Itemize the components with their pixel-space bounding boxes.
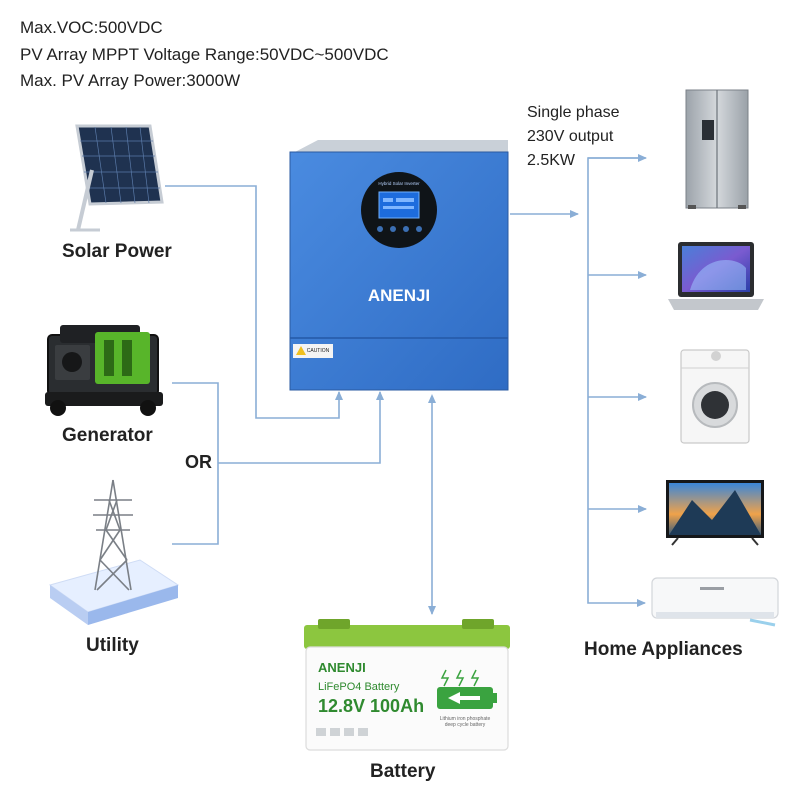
inverter-icon <box>289 140 509 391</box>
output-phase-label: Single phase <box>527 104 620 121</box>
battery-type: LiFePO4 Battery <box>318 681 400 693</box>
utility-label: Utility <box>86 635 139 656</box>
inverter-brand: ANENJI <box>368 286 430 305</box>
output-voltage-label: 230V output <box>527 128 614 145</box>
solar-power-label: Solar Power <box>62 241 172 262</box>
spec-mppt-range: PV Array MPPT Voltage Range:50VDC~500VDC <box>20 45 389 64</box>
battery-brand: ANENJI <box>318 660 366 675</box>
solar-panel-icon <box>70 124 164 232</box>
caution-label: CAUTION <box>307 348 330 354</box>
inverter-screen-title: Hybrid Solar Inverter <box>378 181 420 186</box>
generator-icon <box>45 325 163 416</box>
refrigerator-icon <box>685 89 749 209</box>
battery-label: Battery <box>370 761 436 782</box>
television-icon <box>666 480 764 546</box>
air-conditioner-icon <box>651 577 779 627</box>
battery-icon <box>304 619 510 751</box>
generator-label: Generator <box>62 425 153 446</box>
spec-max-voc: Max.VOC:500VDC <box>20 18 163 37</box>
laptop-icon <box>668 242 764 310</box>
battery-rating: 12.8V 100Ah <box>318 696 424 716</box>
output-power-label: 2.5KW <box>527 152 576 169</box>
battery-note-1: Lithium iron phosphate <box>440 716 491 722</box>
spec-max-pv-power: Max. PV Array Power:3000W <box>20 71 241 90</box>
battery-note-2: deep cycle battery <box>445 722 486 728</box>
utility-tower-icon <box>48 479 180 625</box>
washing-machine-icon <box>680 349 750 444</box>
connection-lines <box>165 154 647 615</box>
home-appliances-label: Home Appliances <box>584 639 743 660</box>
or-label: OR <box>185 452 212 472</box>
